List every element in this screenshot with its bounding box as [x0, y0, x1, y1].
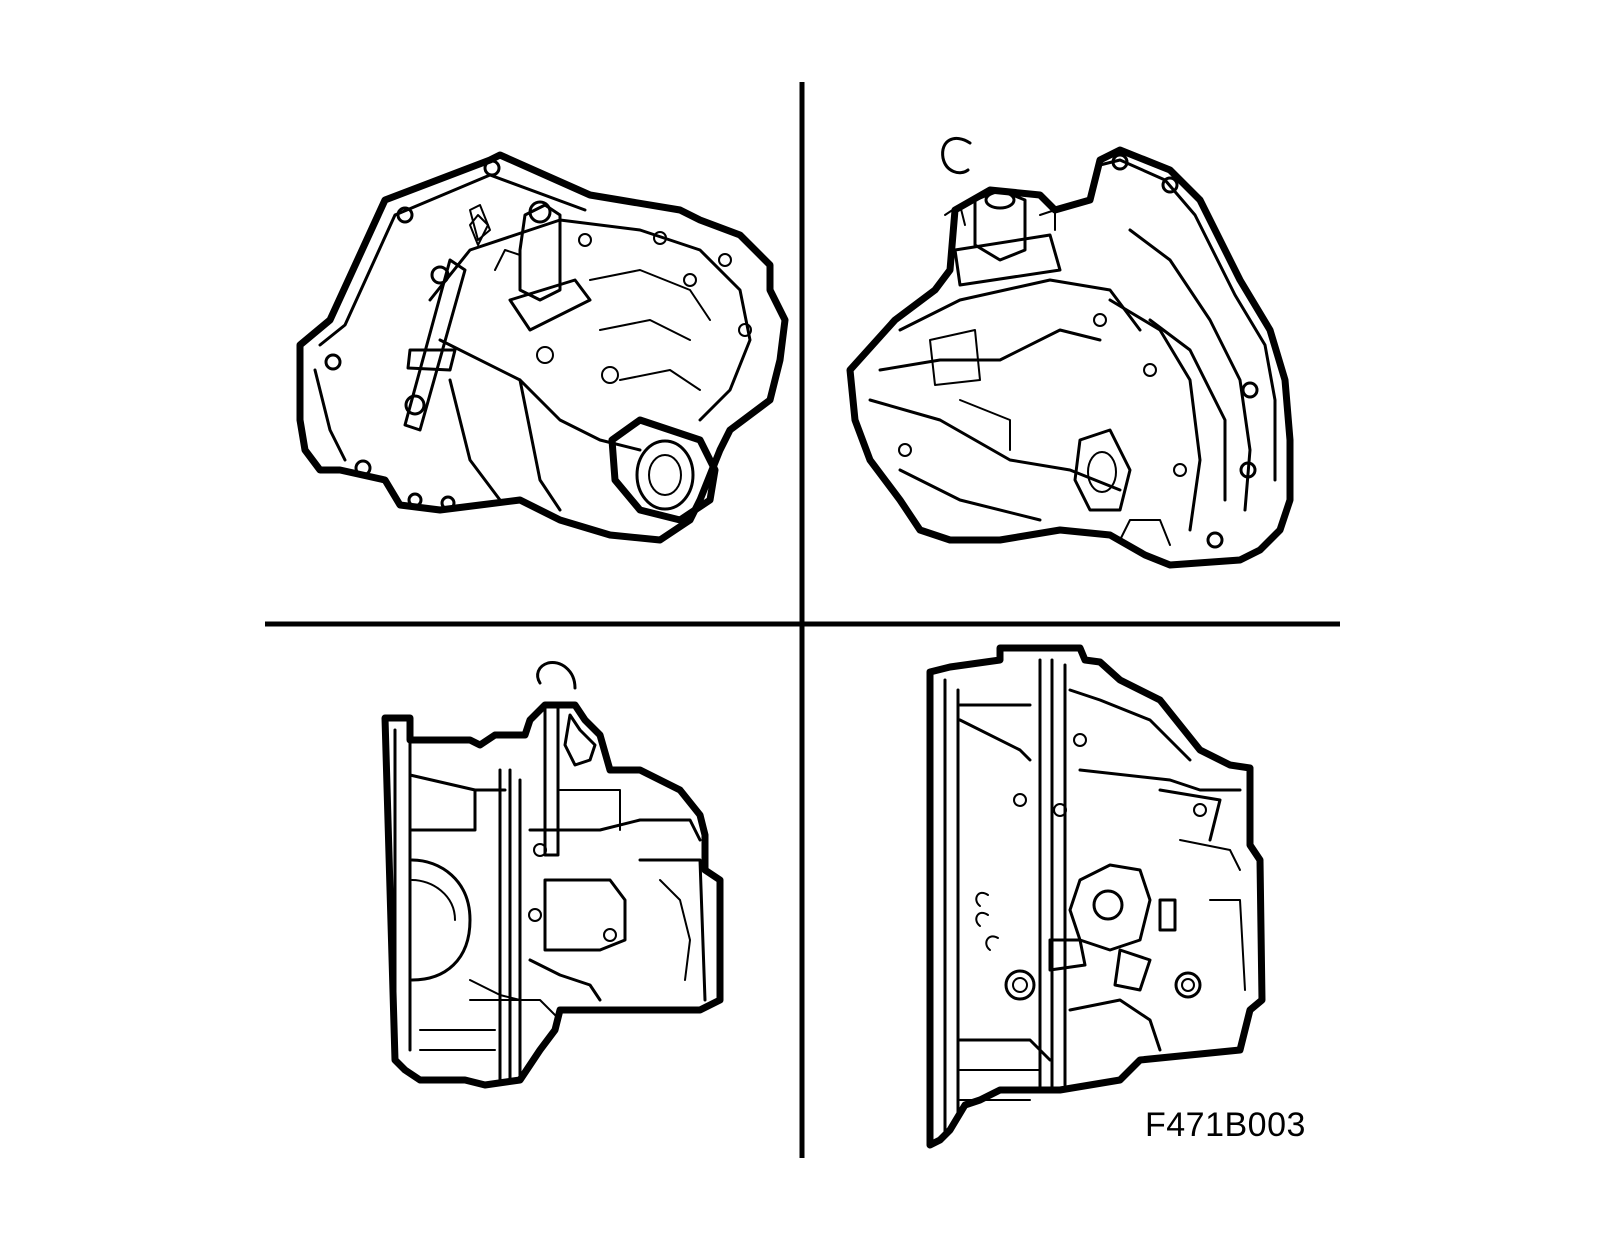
- figure-code: F471B003: [1145, 1106, 1306, 1144]
- quadrant-dividers: [265, 82, 1340, 1158]
- gearbox-view-top-left: [296, 151, 789, 544]
- gearbox-view-bottom-right: [926, 644, 1266, 1149]
- gearbox-view-top-right: [846, 137, 1294, 569]
- gearbox-view-bottom-left: [381, 660, 724, 1089]
